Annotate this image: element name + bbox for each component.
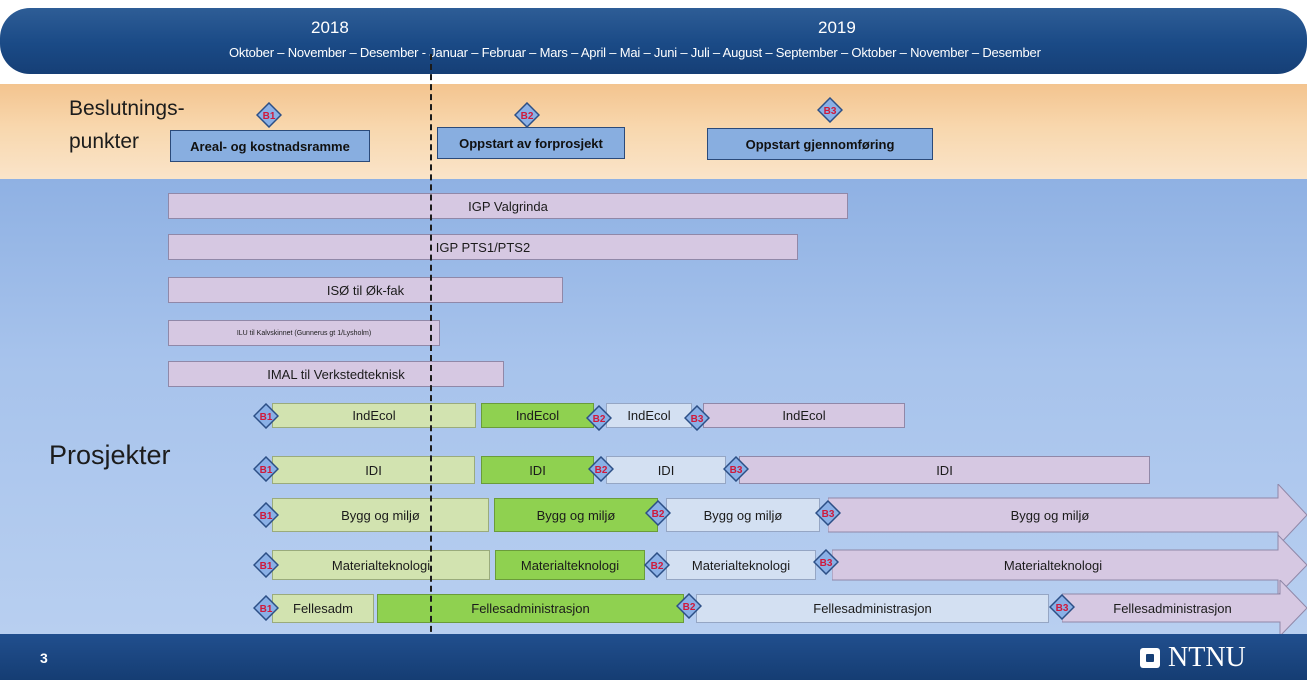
- decision-section-label-line1: Beslutnings-: [69, 97, 185, 120]
- month-labels: Oktober – November – Desember - Januar –…: [229, 45, 1041, 60]
- indecol-marker-b1-label: B1: [260, 412, 273, 423]
- idi-marker-b2: B2: [588, 456, 614, 482]
- material-marker-b1: B1: [253, 552, 279, 578]
- indecol-marker-b2: B2: [586, 405, 612, 431]
- material-segment-3: Materialteknologi: [666, 550, 816, 580]
- material-marker-b1-label: B1: [260, 561, 273, 572]
- felles-segment-4-arrow: [1062, 580, 1307, 636]
- felles-segment-4: Fellesadministrasjon: [1113, 601, 1232, 616]
- bar-igp-pts: IGP PTS1/PTS2: [168, 234, 798, 260]
- material-segment-2: Materialteknologi: [495, 550, 645, 580]
- felles-marker-b3-label: B3: [1056, 603, 1069, 614]
- bygg-segment-1: Bygg og miljø: [272, 498, 489, 532]
- felles-marker-b2-label: B2: [683, 602, 696, 613]
- bygg-marker-b3: B3: [815, 500, 841, 526]
- projects-section-label: Prosjekter: [49, 440, 171, 470]
- bygg-marker-b1-label: B1: [260, 511, 273, 522]
- indecol-segment-1: IndEcol: [272, 403, 476, 428]
- idi-marker-b2-label: B2: [595, 465, 608, 476]
- ntnu-logo-text: NTNU: [1168, 642, 1246, 673]
- material-segment-1: Materialteknologi: [272, 550, 490, 580]
- indecol-marker-b3: B3: [684, 405, 710, 431]
- idi-segment-4: IDI: [739, 456, 1150, 484]
- decision-box-gjennomforing: Oppstart gjennomføring: [707, 128, 933, 160]
- material-marker-b2-label: B2: [651, 561, 664, 572]
- idi-segment-2: IDI: [481, 456, 594, 484]
- bar-iso-okfak: ISØ til Øk-fak: [168, 277, 563, 303]
- bygg-segment-4-arrow: [828, 484, 1307, 546]
- material-segment-4-arrow: [832, 535, 1307, 595]
- felles-marker-b1: B1: [253, 595, 279, 621]
- footer: [0, 634, 1307, 680]
- idi-segment-3: IDI: [606, 456, 726, 484]
- idi-segment-1: IDI: [272, 456, 475, 484]
- bygg-marker-b2: B2: [645, 500, 671, 526]
- decision-section-label-line2: punkter: [69, 130, 140, 153]
- year-2019: 2019: [818, 18, 856, 37]
- felles-marker-b2: B2: [676, 593, 702, 619]
- decision-marker-b3: B3: [817, 97, 843, 123]
- material-marker-b3-label: B3: [820, 558, 833, 569]
- indecol-marker-b2-label: B2: [593, 414, 606, 425]
- felles-segment-3: Fellesadministrasjon: [696, 594, 1049, 623]
- decision-box-forprosjekt: Oppstart av forprosjekt: [437, 127, 625, 159]
- page-number: 3: [40, 650, 48, 666]
- decision-marker-b1-label: B1: [263, 111, 276, 122]
- felles-marker-b3: B3: [1049, 594, 1075, 620]
- bygg-segment-4: Bygg og miljø: [1010, 507, 1090, 523]
- material-segment-4: Materialteknologi: [1003, 557, 1103, 573]
- felles-segment-1: Fellesadm: [272, 594, 374, 623]
- material-marker-b3: B3: [813, 549, 839, 575]
- idi-marker-b1-label: B1: [260, 465, 273, 476]
- idi-marker-b3-label: B3: [730, 465, 743, 476]
- felles-segment-2: Fellesadministrasjon: [377, 594, 684, 623]
- felles-marker-b1-label: B1: [260, 604, 273, 615]
- bygg-marker-b1: B1: [253, 502, 279, 528]
- bar-ilu-kalvskinnet: ILU til Kalvskinnet (Gunnerus gt 1/Lysho…: [168, 320, 440, 346]
- decision-box-areal: Areal- og kostnadsramme: [170, 130, 370, 162]
- ntnu-logo: NTNU: [1140, 642, 1246, 674]
- indecol-marker-b1: B1: [253, 403, 279, 429]
- bygg-segment-3: Bygg og miljø: [666, 498, 820, 532]
- idi-marker-b1: B1: [253, 456, 279, 482]
- timeline-header: [0, 8, 1307, 74]
- decision-marker-b3-label: B3: [824, 106, 837, 117]
- indecol-segment-3: IndEcol: [606, 403, 692, 428]
- year-2018: 2018: [311, 18, 349, 37]
- material-marker-b2: B2: [644, 552, 670, 578]
- bygg-marker-b3-label: B3: [822, 509, 835, 520]
- today-marker-line: [430, 54, 432, 662]
- decision-marker-b2: B2: [514, 102, 540, 128]
- bar-imal-verkstedteknisk: IMAL til Verkstedteknisk: [168, 361, 504, 387]
- bar-igp-valgrinda: IGP Valgrinda: [168, 193, 848, 219]
- indecol-segment-2: IndEcol: [481, 403, 594, 428]
- bygg-marker-b2-label: B2: [652, 509, 665, 520]
- indecol-segment-4: IndEcol: [703, 403, 905, 428]
- decision-marker-b1: B1: [256, 102, 282, 128]
- bygg-segment-2: Bygg og miljø: [494, 498, 658, 532]
- indecol-marker-b3-label: B3: [691, 414, 704, 425]
- decision-marker-b2-label: B2: [521, 111, 534, 122]
- idi-marker-b3: B3: [723, 456, 749, 482]
- ntnu-logo-mark-icon: [1140, 648, 1160, 668]
